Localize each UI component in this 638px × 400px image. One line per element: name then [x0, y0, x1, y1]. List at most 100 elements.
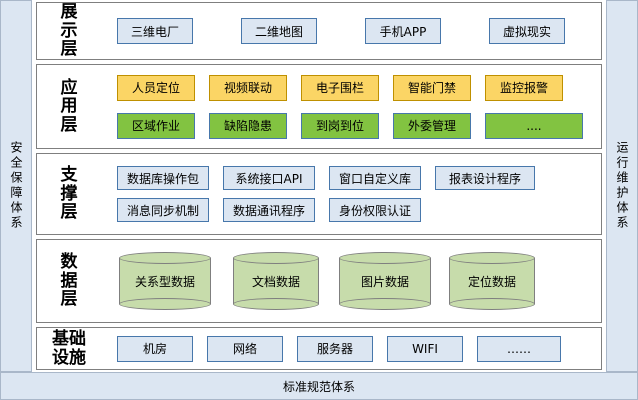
cylinder-label: 图片数据	[360, 274, 409, 289]
node-label: WIFI	[412, 341, 438, 356]
cylinder-label: 关系型数据	[134, 274, 195, 289]
node-box[interactable]: 区域作业	[117, 112, 195, 139]
layer-label-text: 数据层	[60, 252, 78, 310]
node-box[interactable]: 网络	[207, 335, 283, 362]
node-box[interactable]: 服务器	[297, 335, 373, 362]
node-box[interactable]: ....	[485, 112, 583, 139]
layer-panel-infrastructure: 基础设施 机房 网络 服务器 WIFI ……	[36, 327, 602, 370]
left-vertical-band: 安全保障体系	[0, 0, 32, 372]
layer-body-data: 关系型数据 文档数据 图片数据 定位数据	[95, 240, 601, 322]
node-label: 电子围栏	[315, 81, 364, 95]
node-label: ……	[507, 341, 531, 356]
node-label: ....	[526, 118, 542, 133]
node-label: 机房	[142, 342, 167, 356]
layer-label-text: 支撑层	[60, 165, 78, 223]
node-label: 二维地图	[254, 24, 303, 39]
node-label: 智能门禁	[407, 81, 456, 95]
node-box[interactable]: 电子围栏	[301, 74, 379, 101]
cylinder-bottom-ellipse	[449, 298, 535, 310]
layer-label-text: 应用层	[60, 77, 78, 135]
node-box[interactable]: 三维电厂	[117, 18, 193, 44]
layer-row: 消息同步机制 数据通讯程序 身份权限认证	[95, 198, 601, 222]
left-band-label: 安全保障体系	[9, 141, 23, 231]
layer-label-infrastructure: 基础设施	[37, 328, 95, 369]
node-label: 网络	[232, 342, 257, 356]
database-cylinder[interactable]: 图片数据	[339, 252, 431, 310]
layer-row: 数据库操作包 系统接口API 窗口自定义库 报表设计程序	[95, 166, 601, 190]
node-label: 监控报警	[499, 81, 548, 95]
cylinder-bottom-ellipse	[119, 298, 211, 310]
node-label: 区域作业	[131, 119, 180, 133]
layer-row: 三维电厂 二维地图 手机APP 虚拟现实	[95, 18, 601, 44]
layer-label-presentation: 展示层	[37, 3, 95, 59]
database-cylinder[interactable]: 定位数据	[449, 252, 535, 310]
cylinder-label: 定位数据	[467, 274, 516, 289]
node-label: 手机APP	[379, 24, 427, 39]
node-box[interactable]: 系统接口API	[223, 166, 315, 190]
layer-body-presentation: 三维电厂 二维地图 手机APP 虚拟现实	[95, 3, 601, 59]
node-box[interactable]: 人员定位	[117, 74, 195, 101]
node-box[interactable]: 虚拟现实	[489, 18, 565, 44]
node-label: 三维电厂	[130, 24, 179, 39]
node-box[interactable]: 视频联动	[209, 74, 287, 101]
node-box[interactable]: 缺陷隐患	[209, 112, 287, 139]
node-label: 缺陷隐患	[223, 119, 272, 133]
cylinder-top-ellipse	[233, 252, 319, 264]
node-box[interactable]: 外委管理	[393, 112, 471, 139]
layer-body-infrastructure: 机房 网络 服务器 WIFI ……	[95, 328, 601, 369]
cylinder-bottom-ellipse	[233, 298, 319, 310]
node-box[interactable]: 数据库操作包	[117, 166, 209, 190]
node-box[interactable]: 机房	[117, 335, 193, 362]
node-label: 虚拟现实	[502, 24, 551, 39]
layer-label-text: 展示层	[60, 2, 78, 60]
cylinder-top-ellipse	[119, 252, 211, 264]
node-box[interactable]: 手机APP	[365, 18, 441, 44]
layer-panel-support: 支撑层 数据库操作包 系统接口API 窗口自定义库 报表设计程序消息同步机制 数据通讯程序…	[36, 153, 602, 235]
database-cylinder[interactable]: 关系型数据	[119, 252, 211, 310]
node-box[interactable]: 消息同步机制	[117, 198, 209, 222]
layer-label-text: 基础设施	[51, 329, 86, 368]
node-label: 系统接口API	[235, 171, 303, 186]
layer-label-support: 支撑层	[37, 154, 95, 234]
layer-label-data: 数据层	[37, 240, 95, 322]
layer-panel-application: 应用层 人员定位 视频联动 电子围栏 智能门禁 监控报警区域作业 缺陷隐患 到岗到位 外委管理.…	[36, 64, 602, 149]
node-box[interactable]: WIFI	[387, 335, 463, 362]
layer-panel-data: 数据层 关系型数据 文档数据 图片数据 定位数据	[36, 239, 602, 323]
node-box[interactable]: 窗口自定义库	[329, 166, 421, 190]
node-box[interactable]: 智能门禁	[393, 74, 471, 101]
cylinder-body	[119, 258, 211, 304]
cylinder-top-ellipse	[339, 252, 431, 264]
bottom-bar-label: 标准规范体系	[282, 379, 355, 394]
layer-body-application: 人员定位 视频联动 电子围栏 智能门禁 监控报警区域作业 缺陷隐患 到岗到位 外委管理....	[95, 65, 601, 148]
node-box[interactable]: 二维地图	[241, 18, 317, 44]
node-label: 视频联动	[223, 81, 272, 95]
right-band-label: 运行维护体系	[615, 141, 629, 231]
node-box[interactable]: 数据通讯程序	[223, 198, 315, 222]
node-label: 数据库操作包	[126, 171, 199, 186]
node-box[interactable]: ……	[477, 335, 561, 362]
node-label: 人员定位	[131, 81, 180, 95]
cylinder-bottom-ellipse	[339, 298, 431, 310]
layer-panel-presentation: 展示层 三维电厂 二维地图 手机APP 虚拟现实	[36, 2, 602, 60]
database-cylinder[interactable]: 文档数据	[233, 252, 319, 310]
cylinder-top-ellipse	[449, 252, 535, 264]
node-label: 服务器	[316, 342, 353, 356]
right-vertical-band: 运行维护体系	[606, 0, 638, 372]
node-label: 窗口自定义库	[338, 171, 411, 186]
bottom-standards-bar: 标准规范体系	[0, 372, 638, 400]
node-box[interactable]: 身份权限认证	[329, 198, 421, 222]
node-box[interactable]: 到岗到位	[301, 112, 379, 139]
node-label: 身份权限认证	[338, 203, 411, 218]
node-box[interactable]: 监控报警	[485, 74, 563, 101]
node-label: 消息同步机制	[126, 203, 199, 218]
layer-row: 关系型数据 文档数据 图片数据 定位数据	[95, 252, 601, 310]
cylinder-body	[339, 258, 431, 304]
layer-label-application: 应用层	[37, 65, 95, 148]
cylinder-label: 文档数据	[251, 274, 300, 289]
node-label: 外委管理	[407, 119, 456, 133]
node-box[interactable]: 报表设计程序	[435, 166, 535, 190]
layer-row: 人员定位 视频联动 电子围栏 智能门禁 监控报警	[95, 74, 601, 101]
node-label: 到岗到位	[315, 119, 364, 133]
cylinder-body	[233, 258, 319, 304]
